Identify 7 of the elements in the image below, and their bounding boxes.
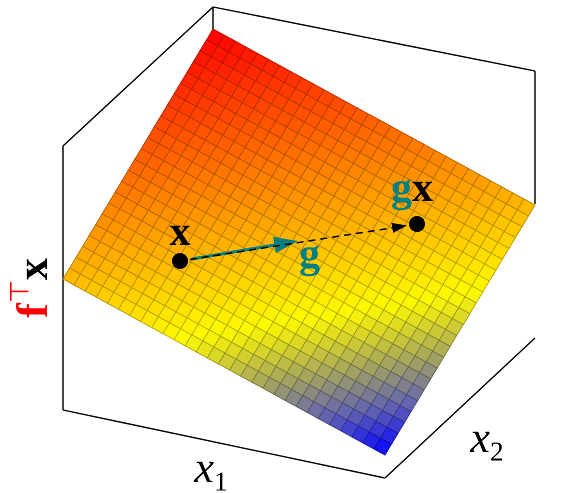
- axis-label: x$_{1}$: [194, 446, 228, 490]
- dashed-arrow: [190, 222, 408, 260]
- point-label: gx: [391, 167, 433, 209]
- point-label: x: [170, 211, 190, 253]
- axis-label: x$_{2}$: [470, 416, 504, 460]
- edge-label: g: [299, 233, 320, 275]
- arrow: [191, 236, 298, 261]
